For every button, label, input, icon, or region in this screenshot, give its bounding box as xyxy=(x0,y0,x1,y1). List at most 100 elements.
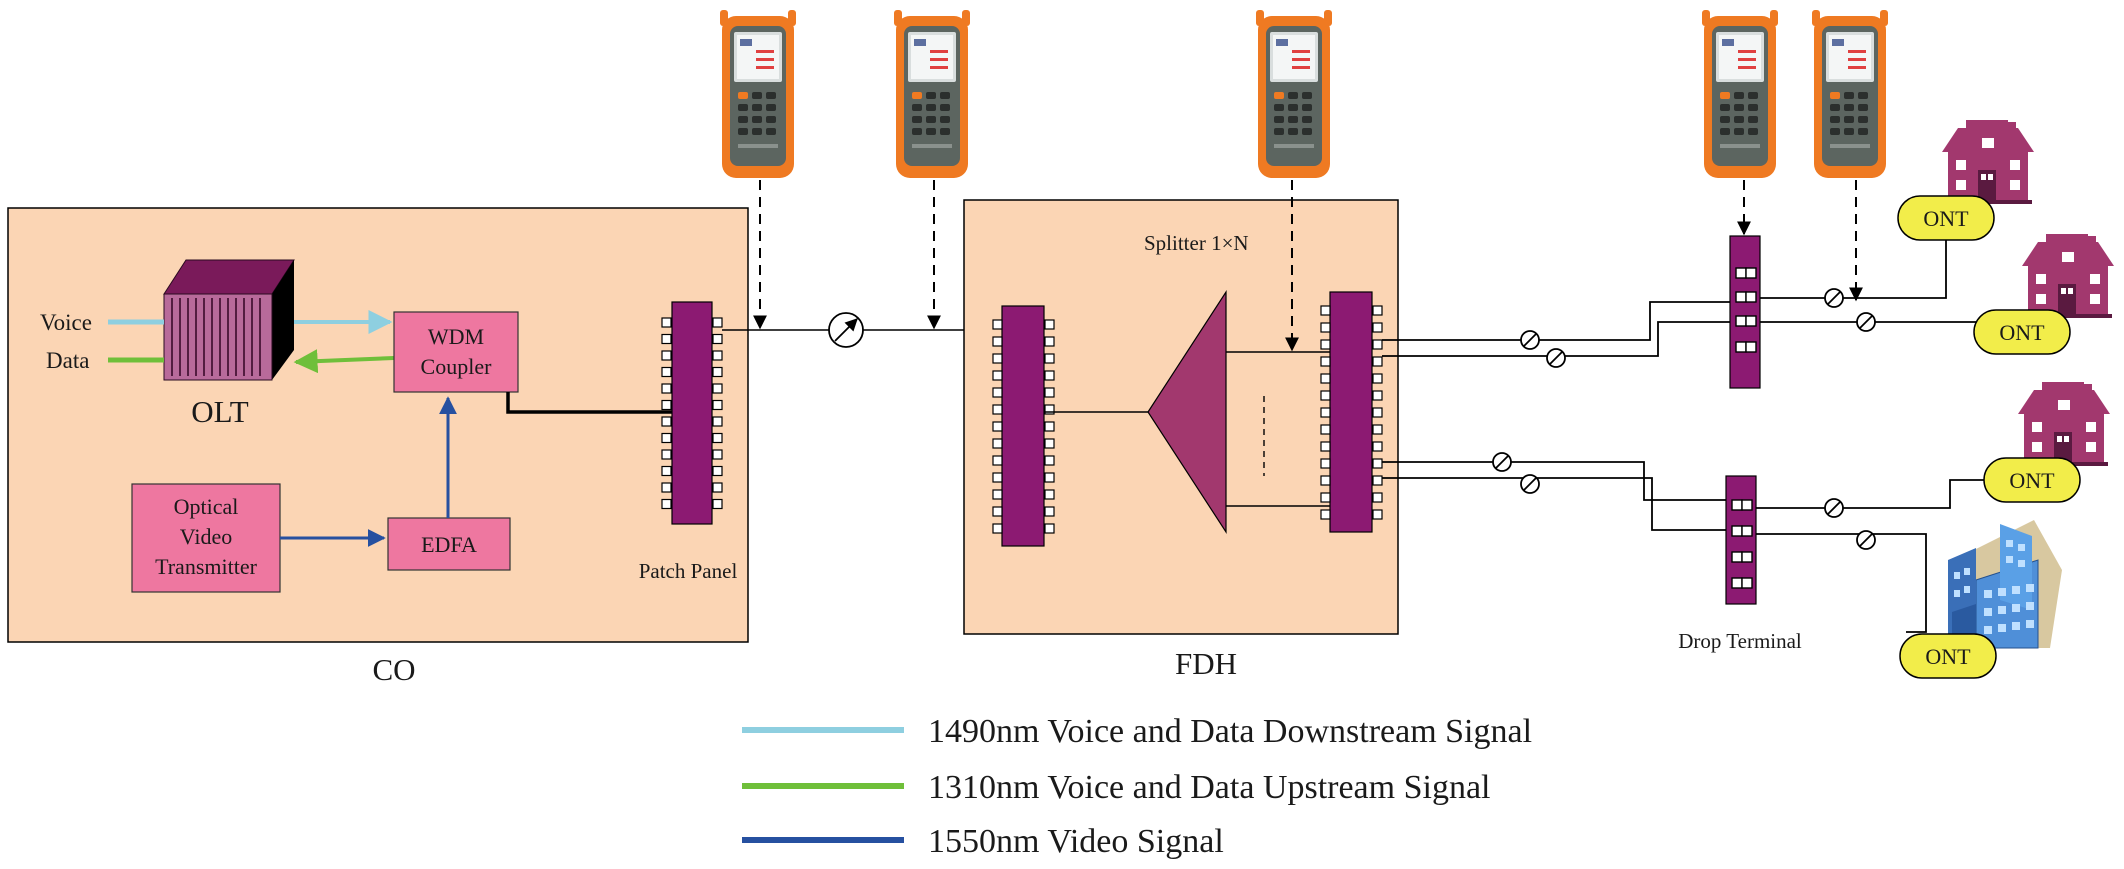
attenuator-icon-5 xyxy=(1824,288,1844,308)
fdh-input-port xyxy=(1044,506,1055,517)
fdh-output-strip xyxy=(1329,291,1373,533)
patch-panel-port xyxy=(712,416,723,427)
fdh-section-label: FDH xyxy=(1175,646,1237,681)
fdh-output-port xyxy=(1372,322,1383,333)
patch-panel-port xyxy=(712,366,723,378)
power-meter-icon-5 xyxy=(1812,10,1888,178)
transmitter-label-line1: Optical xyxy=(174,494,239,519)
legend-downstream-label: 1490nm Voice and Data Downstream Signal xyxy=(928,713,1532,750)
fdh-output-port xyxy=(1372,509,1383,520)
wdm-coupler-box xyxy=(393,311,519,393)
fdh-input-port xyxy=(992,370,1003,381)
patch-panel-port xyxy=(661,383,672,394)
wdm-label-line2: Coupler xyxy=(421,354,493,379)
fdh-input-port xyxy=(1044,489,1055,500)
fdh-input-port xyxy=(1044,438,1055,449)
fdh-output-port xyxy=(1320,441,1331,452)
ont-4-label: ONT xyxy=(1925,644,1971,669)
fdh-output-port xyxy=(1320,407,1331,418)
co-section-label: CO xyxy=(372,652,415,687)
ont-3-label: ONT xyxy=(2009,468,2055,493)
patch-panel-port xyxy=(661,482,672,493)
patch-panel-port xyxy=(661,366,672,378)
fdh-input-port xyxy=(1044,455,1055,466)
drop-terminal-1 xyxy=(1729,235,1761,389)
fdh-input-port xyxy=(992,472,1003,483)
power-meter-icon-2 xyxy=(894,10,970,178)
feeder-meter-icon xyxy=(828,312,864,348)
fdh-output-port xyxy=(1320,339,1331,350)
patch-panel-port xyxy=(661,399,672,411)
splitter-triangle xyxy=(1147,289,1227,535)
patch-panel-port xyxy=(661,498,672,510)
wdm-label-line1: WDM xyxy=(428,324,484,349)
fdh-output-port xyxy=(1320,322,1331,333)
legend: 1490nm Voice and Data Downstream Signal … xyxy=(742,713,1532,860)
fdh-input-port xyxy=(1044,421,1055,432)
legend-upstream-label: 1310nm Voice and Data Upstream Signal xyxy=(928,769,1490,806)
ont-2: ONT xyxy=(1973,309,2071,355)
fdh-output-port xyxy=(1372,356,1383,367)
splitter-label: Splitter 1×N xyxy=(1144,231,1249,255)
ont-4: ONT xyxy=(1899,633,1997,679)
attenuator-icon-7 xyxy=(1824,498,1844,518)
patch-panel-port xyxy=(661,416,672,427)
patch-panel-port xyxy=(712,333,723,345)
fdh-input-strip xyxy=(1001,305,1045,547)
fdh-output-port xyxy=(1372,390,1383,401)
fdh-output-port xyxy=(1320,305,1331,316)
fdh-input-port xyxy=(1044,370,1055,381)
patch-panel-port xyxy=(712,449,723,460)
patch-panel-port xyxy=(712,350,723,361)
patch-panel-label: Patch Panel xyxy=(639,559,738,583)
fdh-output-port xyxy=(1320,390,1331,401)
fdh-input-port xyxy=(992,421,1003,432)
transmitter-label-line2: Video xyxy=(180,524,232,549)
attenuator-icon-1 xyxy=(1520,330,1540,350)
fdh-input-port xyxy=(992,336,1003,347)
house-icon-3 xyxy=(2018,382,2110,466)
fdh-output-port xyxy=(1320,424,1331,435)
fdh-input-port xyxy=(992,353,1003,364)
attenuator-icon-2 xyxy=(1546,348,1566,368)
fdh-output-port xyxy=(1320,475,1331,486)
power-meter-icon-1 xyxy=(720,10,796,178)
office-building-icon xyxy=(1948,520,2062,649)
fdh-input-port xyxy=(992,319,1003,330)
fdh-output-port xyxy=(1320,509,1331,520)
patch-panel-port xyxy=(661,465,672,477)
edfa-label: EDFA xyxy=(421,532,477,557)
fdh-input-port xyxy=(1044,472,1055,483)
patch-panel-port xyxy=(712,498,723,510)
fdh-output-port xyxy=(1372,407,1383,418)
fdh-input-port xyxy=(1044,319,1055,330)
ont-1: ONT xyxy=(1897,195,1995,241)
fdh-output-port xyxy=(1372,373,1383,384)
voice-label: Voice xyxy=(40,310,92,335)
distribution-fibers xyxy=(1382,240,1984,633)
fdh-output-port xyxy=(1372,424,1383,435)
ont-2-label: ONT xyxy=(1999,320,2045,345)
attenuator-icon-6 xyxy=(1856,312,1876,332)
fdh-input-port xyxy=(992,506,1003,517)
fdh-output-port xyxy=(1320,373,1331,384)
ont-1-label: ONT xyxy=(1923,206,1969,231)
house-icon-1 xyxy=(1942,120,2034,204)
co-box xyxy=(7,207,749,643)
fdh-output-port xyxy=(1320,492,1331,503)
fdh-output-port xyxy=(1372,475,1383,486)
patch-panel-port xyxy=(712,317,723,328)
fdh-section: Splitter 1×N xyxy=(963,199,1399,635)
fdh-output-port xyxy=(1372,339,1383,350)
legend-video-label: 1550nm Video Signal xyxy=(928,823,1224,860)
drop-terminal-2 xyxy=(1725,475,1757,605)
ont-3: ONT xyxy=(1983,457,2081,503)
fdh-output-port xyxy=(1372,492,1383,503)
fdh-input-port xyxy=(992,455,1003,466)
data-label: Data xyxy=(46,348,89,373)
patch-panel-port xyxy=(712,432,723,444)
patch-panel-port xyxy=(712,465,723,477)
power-meter-icon-4 xyxy=(1702,10,1778,178)
co-section: OLT Voice Data WDM Coupler Optical Video… xyxy=(7,207,749,643)
